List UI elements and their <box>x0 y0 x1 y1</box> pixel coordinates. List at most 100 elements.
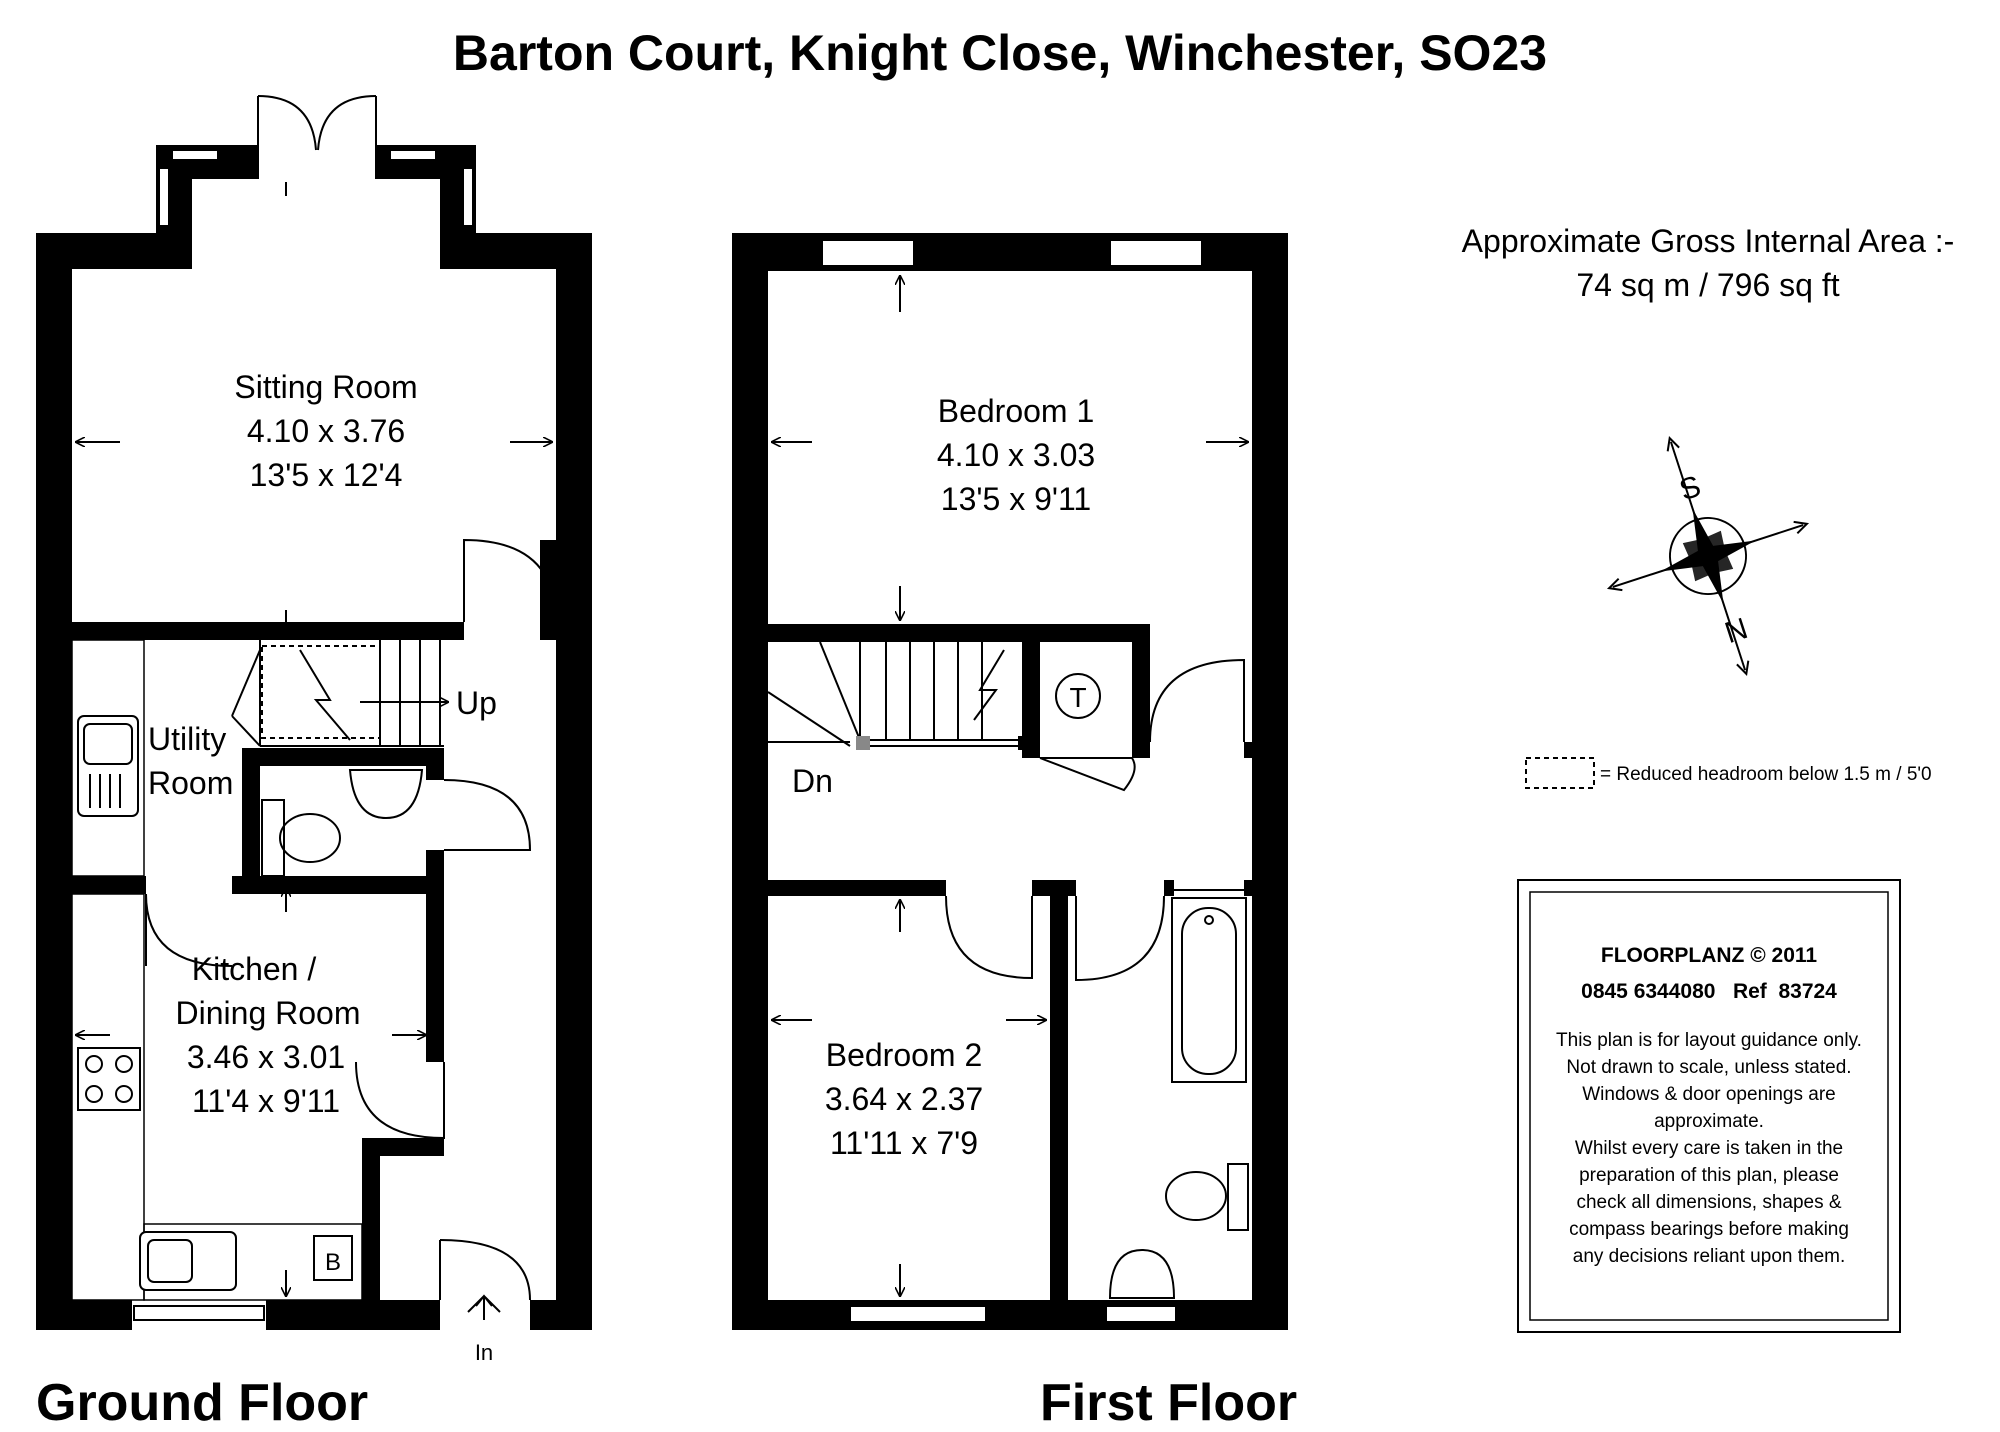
first-wall-right <box>1252 233 1288 1330</box>
bedroom2-name: Bedroom 2 <box>826 1037 983 1073</box>
legend-text: = Reduced headroom below 1.5 m / 5'0 <box>1600 764 1932 785</box>
disclaimer-line: check all dimensions, shapes & <box>1576 1192 1841 1213</box>
entrance-door <box>439 1239 531 1301</box>
ground-floor-plan: Up Utility Room B In Sitting <box>36 95 592 1432</box>
ground-wall-bottom-right <box>530 1300 592 1330</box>
bedroom2-door <box>945 895 1033 980</box>
first-wall-bottom <box>732 1300 1288 1330</box>
stair-banister <box>863 739 1025 747</box>
stairs-up-label: Up <box>456 685 497 721</box>
disclaimer-lines: This plan is for layout guidance only. No… <box>1556 1030 1862 1267</box>
tank-icon <box>1055 673 1101 719</box>
bathroom-window <box>1105 1305 1177 1323</box>
bedroom2-window <box>849 1305 987 1323</box>
bedroom1-imperial: 13'5 x 9'11 <box>941 481 1091 517</box>
utility-sink <box>77 715 139 817</box>
bedroom1-partition <box>768 624 1150 642</box>
kitchen-imperial: 11'4 x 9'11 <box>192 1083 340 1119</box>
bathroom-door <box>1075 895 1165 982</box>
disclaimer-line: compass bearings before making <box>1569 1219 1849 1240</box>
compass-rose-icon <box>1606 435 1810 677</box>
compass-north: N <box>1720 610 1751 648</box>
kitchen-worktop-left <box>71 893 145 1301</box>
first-floor-plan: T Dn <box>732 233 1297 1432</box>
first-wc-toilet <box>1165 1171 1227 1221</box>
bedroom1-door <box>1149 658 1245 743</box>
kitchen-line2: Dining Room <box>176 995 361 1031</box>
airing-cupboard-wall-left <box>1022 642 1040 758</box>
ground-floor-label: Ground Floor <box>36 1374 368 1432</box>
reduced-headroom-zone <box>261 645 381 739</box>
bedroom2-imperial: 11'11 x 7'9 <box>830 1125 978 1161</box>
boiler-label: B <box>325 1249 341 1276</box>
utility-room-line2: Room <box>148 765 233 801</box>
kitchen-metric: 3.46 x 3.01 <box>187 1039 345 1075</box>
french-door-left <box>257 95 317 151</box>
plan-title: Barton Court, Knight Close, Winchester, … <box>453 25 1547 81</box>
boiler <box>313 1235 353 1281</box>
area-line1: Approximate Gross Internal Area :- <box>1462 223 1955 259</box>
kitchen-window <box>133 1305 265 1321</box>
disclaimer-line: This plan is for layout guidance only. <box>1556 1030 1862 1051</box>
tank-label: T <box>1069 682 1086 713</box>
disclaimer-frame-inner <box>1529 891 1889 1321</box>
wc-wall-top <box>242 748 442 766</box>
bath <box>1171 897 1247 1083</box>
kitchen-line1: Kitchen / <box>192 951 317 987</box>
disclaimer-line: approximate. <box>1654 1111 1764 1132</box>
compass-south: S <box>1676 470 1705 508</box>
first-wc-basin <box>1108 1248 1176 1299</box>
cupboard-wall <box>362 1138 444 1156</box>
sitting-room-name: Sitting Room <box>234 369 417 405</box>
bedroom2-partition-left <box>768 880 946 896</box>
sitting-room-imperial: 13'5 x 12'4 <box>250 457 403 493</box>
ground-wall-right <box>556 233 592 1330</box>
wc-wall-right-lower <box>426 850 444 894</box>
disclaimer-company: FLOORPLANZ © 2011 <box>1601 944 1818 967</box>
bay-window-top-left <box>171 149 219 161</box>
bay-window-side-left <box>158 167 170 227</box>
bedroom1-name: Bedroom 1 <box>938 393 1095 429</box>
ground-wall-left <box>36 233 72 1330</box>
french-door-right <box>317 95 377 151</box>
hall-wall-kitchen <box>426 894 444 1062</box>
sitting-room-partition <box>72 622 464 640</box>
disclaimer-line: Whilst every care is taken in the <box>1575 1138 1843 1159</box>
airing-cupboard-wall-right <box>1132 624 1150 758</box>
wc-wall-right <box>426 748 444 780</box>
ground-wc-toilet <box>279 813 341 863</box>
entrance-arrow-icon <box>467 1294 501 1320</box>
kitchen-partition-right <box>232 876 444 894</box>
kitchen-hob <box>77 1047 141 1111</box>
bathroom-wall <box>1050 880 1068 1300</box>
legend-dashed-box <box>1525 757 1595 789</box>
disclaimer-line: Windows & door openings are <box>1582 1084 1835 1105</box>
ground-wall-bottom-left <box>36 1300 132 1330</box>
entrance-label: In <box>475 1340 493 1365</box>
wc-wall-left <box>242 748 260 894</box>
ground-wc-basin <box>348 769 424 820</box>
sitting-room-metric: 4.10 x 3.76 <box>247 413 405 449</box>
bay-window-side-right <box>462 167 474 227</box>
bay-window-top-right <box>389 149 437 161</box>
disclaimer-line: any decisions reliant upon them. <box>1573 1246 1846 1267</box>
kitchen-partition-left <box>72 876 146 894</box>
bedroom1-window-right <box>1109 239 1203 267</box>
utility-door <box>145 893 233 967</box>
airing-cupboard-door <box>1039 757 1136 792</box>
ground-wall-bottom-mid <box>266 1300 440 1330</box>
disclaimer-line: preparation of this plan, please <box>1579 1165 1839 1186</box>
utility-worktop <box>71 639 145 877</box>
disclaimer-line: Not drawn to scale, unless stated. <box>1566 1057 1851 1078</box>
first-wall-top <box>732 233 1288 271</box>
bedroom1-window-left <box>821 239 915 267</box>
disclaimer-frame-outer <box>1517 879 1901 1333</box>
area-line2: 74 sq m / 796 sq ft <box>1576 267 1839 303</box>
first-wall-left <box>732 233 768 1330</box>
utility-room-line1: Utility <box>148 721 226 757</box>
kitchen-sink <box>139 1231 237 1291</box>
bedroom2-metric: 3.64 x 2.37 <box>825 1081 983 1117</box>
bedroom1-metric: 4.10 x 3.03 <box>937 437 1095 473</box>
wc-door <box>443 779 532 851</box>
